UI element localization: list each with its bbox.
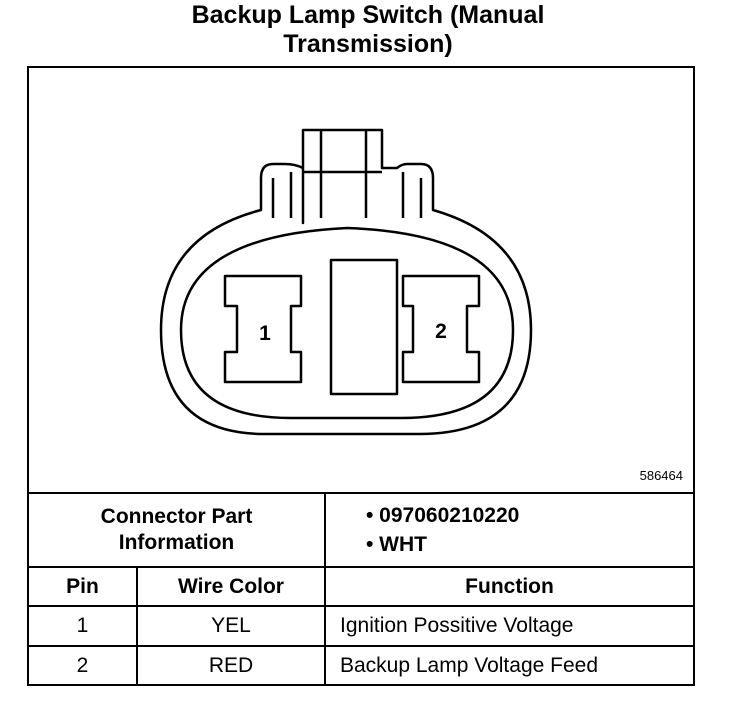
connector-table: Connector Part Information • 09706021022…: [29, 494, 693, 685]
center-divider: [329, 258, 399, 396]
pin-1-label: 1: [259, 322, 271, 345]
table-row: 2 RED Backup Lamp Voltage Feed: [29, 645, 693, 685]
table-header-row: Pin Wire Color Function: [29, 566, 693, 607]
center-key-lines: [303, 130, 382, 218]
left-tab-lines: [271, 172, 293, 218]
terminal-2-outline: [401, 274, 481, 384]
header-function: Function: [324, 566, 693, 607]
row-1-function: Ignition Possitive Voltage: [324, 605, 693, 647]
diagram-title: Backup Lamp Switch (Manual Transmission): [0, 0, 736, 59]
pin-2-label: 2: [435, 320, 447, 343]
row-2-function: Backup Lamp Voltage Feed: [324, 645, 693, 685]
connector-info-label: Connector Part Information: [29, 494, 326, 568]
title-line-1: Backup Lamp Switch (Manual: [191, 1, 545, 29]
connector-info-row: Connector Part Information • 09706021022…: [29, 494, 693, 568]
connector-color: • WHT: [366, 533, 428, 556]
connector-drawing: 1 2: [159, 128, 533, 436]
connector-inner-face: [179, 226, 515, 420]
figure-id: 586464: [639, 468, 683, 483]
header-wire-color: Wire Color: [136, 566, 326, 607]
row-2-pin: 2: [29, 645, 138, 685]
connector-info-values: • 097060210220 • WHT: [324, 494, 693, 568]
connector-part-number: • 097060210220: [366, 504, 520, 527]
right-tab-lines: [401, 172, 423, 218]
connector-drawing-area: 1 2 586464: [29, 68, 693, 494]
row-2-wire-color: RED: [136, 645, 326, 685]
diagram-frame: 1 2 586464 Connector Part Information • …: [27, 66, 695, 686]
title-line-2: Transmission): [283, 30, 453, 58]
connector-info-label-line-2: Information: [118, 531, 235, 554]
header-pin: Pin: [29, 566, 138, 607]
connector-info-label-line-1: Connector Part: [100, 505, 253, 528]
connector-housing-outline: [159, 128, 533, 436]
row-1-pin: 1: [29, 605, 138, 647]
table-row: 1 YEL Ignition Possitive Voltage: [29, 605, 693, 647]
terminal-1-outline: [223, 274, 303, 384]
row-1-wire-color: YEL: [136, 605, 326, 647]
